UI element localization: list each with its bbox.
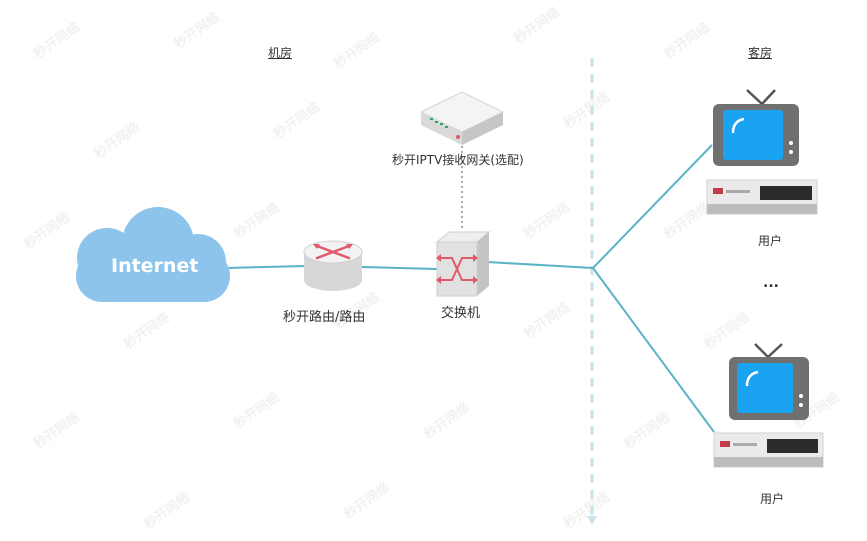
gateway-label: 秒开IPTV接收网关(选配) <box>392 153 524 167</box>
tv-icon <box>729 343 809 420</box>
section-label-left: 机房 <box>268 46 293 60</box>
user-label: 用户 <box>760 492 785 506</box>
links <box>225 144 715 433</box>
internet-cloud-icon <box>76 207 230 302</box>
user-label: 用户 <box>758 234 783 248</box>
switch-icon <box>435 231 491 297</box>
ellipsis-label: ... <box>763 275 779 291</box>
internet-label: Internet <box>111 255 199 277</box>
link-hub-user2 <box>592 267 715 433</box>
tv-icon <box>713 89 799 166</box>
link-cloud-router <box>225 265 306 269</box>
set-top-box-icon <box>706 179 818 215</box>
set-top-box-icon <box>713 432 824 468</box>
switch-label: 交换机 <box>441 306 481 321</box>
section-label-right: 客房 <box>748 46 773 60</box>
iptv-gateway-icon <box>419 91 505 145</box>
divider-arrow-icon <box>587 516 597 525</box>
router-label: 秒开路由/路由 <box>283 310 366 325</box>
link-switch-hub <box>486 261 594 269</box>
link-router-switch <box>360 266 438 270</box>
router-icon <box>303 240 363 291</box>
link-hub-user1 <box>592 144 713 269</box>
